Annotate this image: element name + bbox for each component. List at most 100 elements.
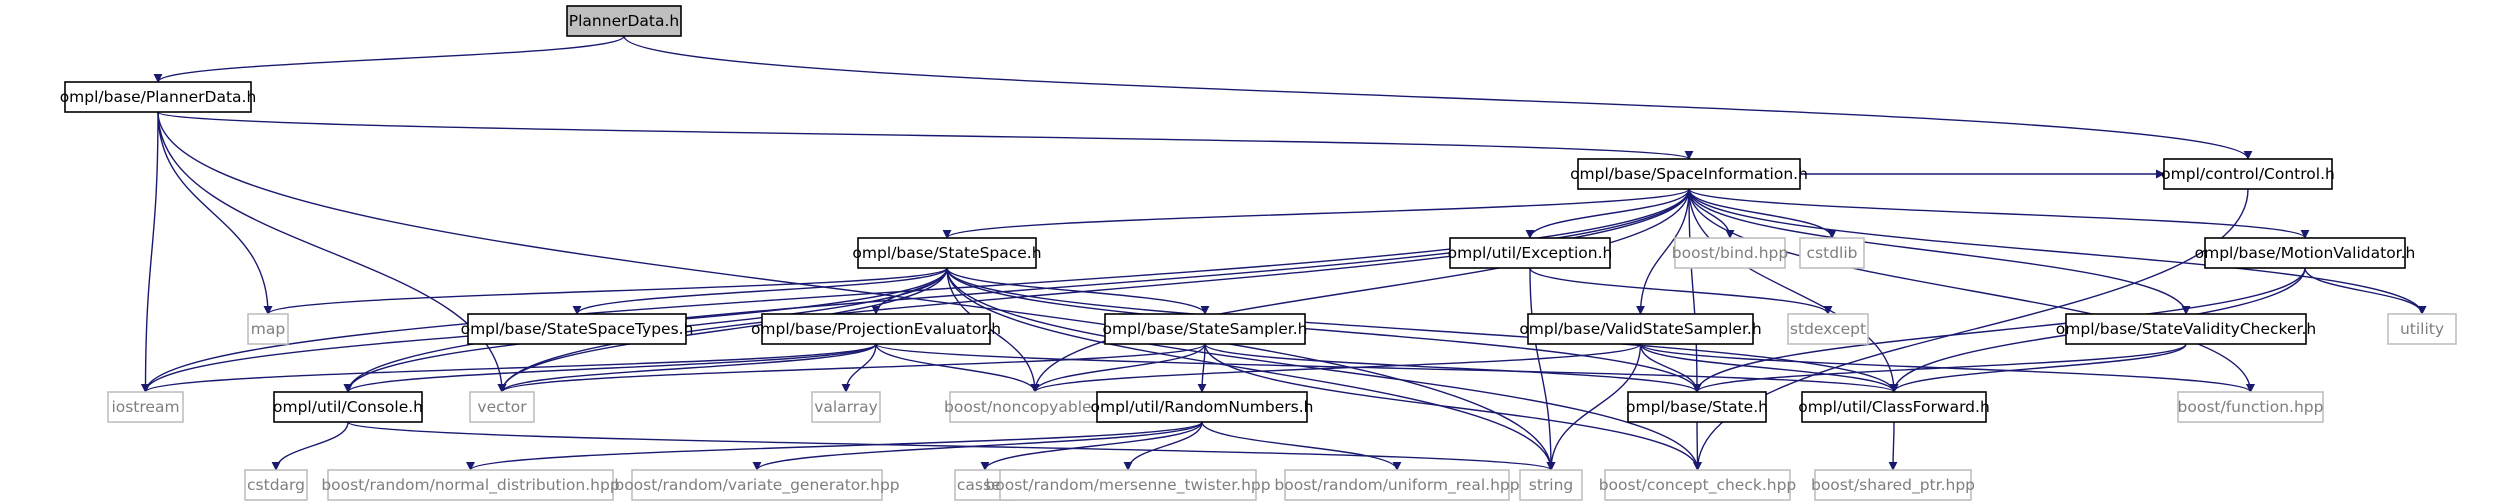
graph-node-box [811,391,881,423]
graph-node-box [761,313,991,345]
graph-node-label: utility [2400,320,2444,338]
graph-node-box [999,469,1257,501]
graph-node[interactable]: PlannerData.h [566,5,682,37]
dependency-edge [1888,421,1898,471]
graph-node-box [469,391,535,423]
graph-node: boost/bind.hpp [1672,237,1788,269]
dependency-edge [141,343,877,393]
graph-node-label: ompl/base/StateSpace.h [852,244,1041,262]
graph-node-box [1519,469,1583,501]
graph-node: vector [469,391,535,423]
graph-node-box [1799,237,1865,269]
graph-node-label: string [1529,476,1574,494]
graph-node-label: PlannerData.h [569,12,679,30]
graph-node: cstdlib [1799,237,1865,269]
dependency-edge [497,267,948,393]
graph-node[interactable]: ompl/base/State.h [1626,391,1768,423]
graph-node-box [107,391,184,423]
graph-node[interactable]: ompl/base/ValidStateSampler.h [1519,313,1762,345]
dependency-edge [1546,343,1642,471]
graph-node-label: boost/random/uniform_real.hpp [1274,476,1519,495]
dependency-edge [157,111,273,315]
dependency-edge [497,343,1206,393]
dependency-edge [946,267,1040,393]
graph-node[interactable]: ompl/base/StateSampler.h [1103,313,1308,345]
graph-node-box [273,391,423,423]
dependency-edge [1204,343,1702,471]
graph-node-label: stdexcept [1790,320,1866,338]
dependency-edge [572,267,948,315]
edges-layer [141,35,2427,471]
dependency-edge [497,343,877,393]
graph-node-label: ompl/control/Control.h [2161,165,2335,183]
dependency-edge [1692,421,1702,471]
graph-node[interactable]: ompl/base/StateSpaceTypes.h [461,313,694,345]
dependency-edge [1030,343,1642,393]
dependency-edge [942,188,1690,239]
graph-node: boost/random/normal_distribution.hpp [321,469,620,501]
dependency-edge [343,343,877,393]
graph-node-label: boost/function.hpp [2178,398,2324,416]
graph-node[interactable]: ompl/base/StateValidityChecker.h [2056,313,2316,345]
dependency-edge [263,267,948,315]
dependency-edge [466,421,1203,471]
graph-node-box [1627,391,1767,423]
dependency-edge [271,421,349,471]
graph-node[interactable]: ompl/base/PlannerData.h [60,81,257,113]
dependency-edge [1688,188,1837,239]
graph-node-label: ompl/base/PlannerData.h [60,88,257,106]
graph-node-box [2065,313,2307,345]
graph-node[interactable]: ompl/util/Console.h [273,391,423,423]
graph-node[interactable]: ompl/base/SpaceInformation.h [1570,158,1808,190]
graph-node-box [2163,158,2333,190]
graph-node[interactable]: ompl/util/ClassForward.h [1798,391,1990,423]
dependency-edge [1030,343,1206,393]
graph-node: cstdarg [244,469,308,501]
graph-node[interactable]: ompl/util/Exception.h [1448,237,1613,269]
graph-node-label: boost/random/mersenne_twister.hpp [985,476,1270,495]
graph-node-box [1284,469,1510,501]
dependency-edge [1889,343,2187,393]
graph-node[interactable]: ompl/base/StateSpace.h [852,237,1042,269]
graph-node[interactable]: ompl/base/MotionValidator.h [2195,237,2416,269]
dependency-edge [1688,188,1702,393]
graph-node-box [1814,469,1972,501]
dependency-edge [1197,343,1207,393]
graph-node-box [2204,237,2406,269]
graph-node-box [244,469,308,501]
dependency-edge [1639,343,1899,393]
dependency-edge [946,267,1702,393]
graph-node-box [857,237,1037,269]
dependency-edge [1123,421,1203,471]
graph-node-box [2177,391,2324,423]
graph-node[interactable]: ompl/util/RandomNumbers.h [1091,391,1314,423]
graph-node-label: cassert [957,476,1013,494]
dependency-edge [141,111,159,393]
graph-node-box [247,313,289,345]
graph-node: boost/function.hpp [2177,391,2324,423]
graph-node-box [949,391,1121,423]
graph-node-label: boost/random/variate_generator.hpp [614,476,899,495]
dependency-edge [2304,267,2427,315]
graph-node-label: boost/noncopyable.hpp [944,398,1126,416]
graph-node-box [1527,313,1754,345]
graph-node-box [631,469,883,501]
graph-node-box [1787,313,1869,345]
dependency-edge [157,111,507,393]
dependency-edge [946,267,1210,315]
dependency-edge [343,188,1690,393]
graph-node-label: ompl/base/State.h [1626,398,1768,416]
dependency-edge [875,343,1899,393]
graph-node[interactable]: ompl/control/Control.h [2161,158,2335,190]
dependency-edge [875,343,1040,393]
dependency-edge [1204,343,1702,393]
dependency-edge [1692,267,2306,393]
graph-node[interactable]: ompl/base/ProjectionEvaluator.h [751,313,1001,345]
graph-node-label: boost/random/normal_distribution.hpp [321,476,619,495]
dependency-edge [1529,267,1556,471]
graph-node-box [566,5,682,37]
dependency-edge [153,35,625,83]
dependency-edge [497,188,1690,393]
graph-node-label: boost/bind.hpp [1672,244,1788,262]
graph-node-label: valarray [814,398,878,416]
